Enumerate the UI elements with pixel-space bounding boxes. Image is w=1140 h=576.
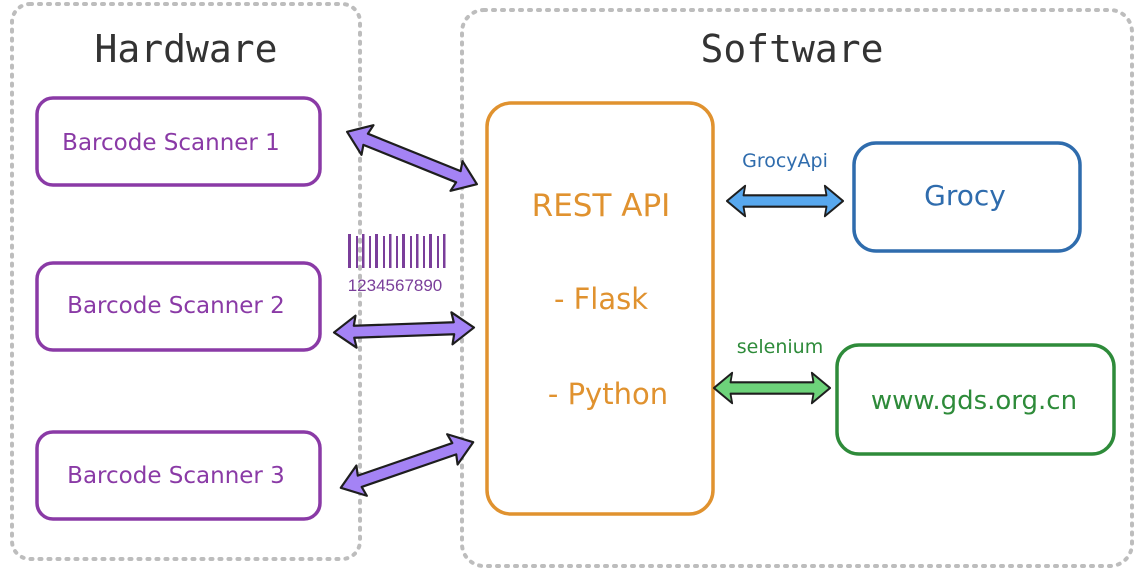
software-group-border (460, 8, 1134, 568)
selenium-edge-label: selenium (737, 336, 823, 358)
hardware-group-title: Hardware (94, 27, 277, 71)
rest-api-box: REST API - Flask - Python (485, 101, 715, 516)
barcode-icon (348, 234, 446, 268)
website-label: www.gds.org.cn (871, 386, 1077, 416)
barcode-scanner-1: Barcode Scanner 1 (35, 96, 322, 187)
barcode-scanner-2: Barcode Scanner 2 (35, 261, 322, 352)
arrow-scanner-3-api (334, 425, 480, 505)
rest-api-item-flask: - Flask (554, 282, 648, 316)
arrow-api-grocy (725, 184, 845, 218)
barcode-scanner-3: Barcode Scanner 3 (35, 430, 322, 521)
arrow-api-website (712, 371, 832, 405)
barcode-scanner-1-label: Barcode Scanner 1 (62, 130, 280, 156)
grocy-api-edge-label: GrocyApi (742, 150, 828, 172)
rest-api-item-python: - Python (548, 377, 668, 411)
grocy-label: Grocy (924, 179, 1006, 212)
rest-api-title: REST API (532, 188, 671, 224)
arrow-scanner-2-api (332, 310, 476, 350)
software-group-title: Software (700, 27, 883, 71)
website-box: www.gds.org.cn (835, 343, 1116, 456)
barcode-scanner-2-label: Barcode Scanner 2 (67, 293, 285, 319)
hardware-group-border (10, 2, 362, 561)
grocy-box: Grocy (852, 141, 1082, 253)
barcode-digits: 1234567890 (348, 276, 443, 295)
barcode-scanner-3-label: Barcode Scanner 3 (67, 463, 285, 489)
